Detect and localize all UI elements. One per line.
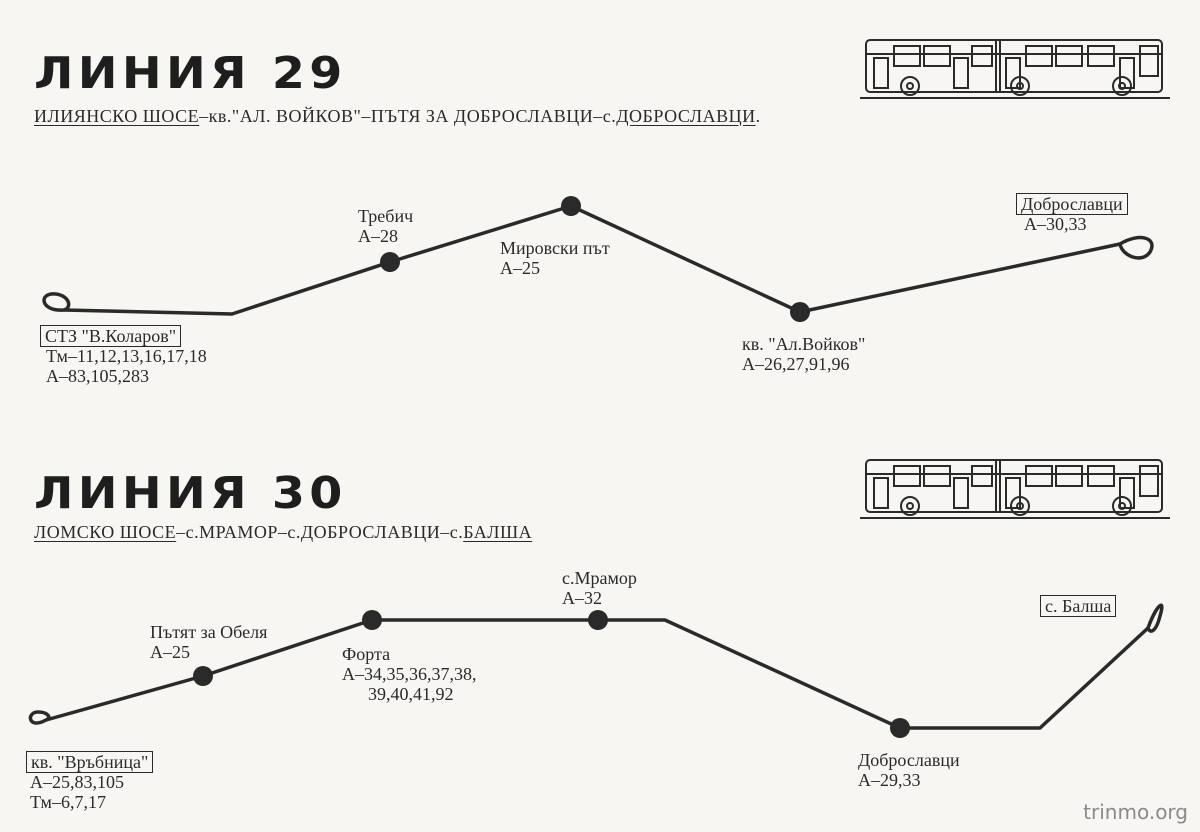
stop-label-dobroslavtsi: Доброславци А–29,33 — [858, 750, 960, 790]
stop-lines: 39,40,41,92 — [368, 684, 454, 704]
stop-marker-mirovski — [561, 196, 581, 216]
stop-label-forta: Форта А–34,35,36,37,38, 39,40,41,92 — [342, 644, 477, 704]
stop-label-end: Доброславци А–30,33 — [1016, 193, 1128, 234]
stop-name: Требич — [358, 206, 414, 226]
route-part: ДОБРОСЛАВЦИ — [616, 106, 756, 126]
terminal-loop — [1146, 603, 1164, 633]
stop-lines: Тм–6,7,17 — [30, 792, 106, 812]
articulated-bus-icon — [860, 39, 1170, 99]
stop-lines: А–25 — [150, 642, 190, 662]
line-29-title: ЛИНИЯ 29 — [34, 48, 347, 99]
route-part: БАЛША — [463, 522, 533, 542]
stop-lines: А–29,33 — [858, 770, 921, 790]
stop-lines: А–26,27,91,96 — [742, 354, 850, 374]
stop-label-obelya: Пътят за Обеля А–25 — [150, 622, 267, 662]
stop-label-mramor: с.Мрамор А–32 — [562, 568, 637, 608]
stop-label-start: СТЗ "В.Коларов" Тм–11,12,13,16,17,18 А–8… — [40, 325, 207, 386]
route-part: с. — [449, 522, 464, 542]
stop-lines: А–34,35,36,37,38, — [342, 664, 477, 684]
stop-label-start: кв. "Връбница" А–25,83,105 Тм–6,7,17 — [26, 751, 154, 812]
route-part: . — [755, 106, 761, 126]
line-30-route-path — [44, 618, 1150, 730]
watermark: trinmo.org — [1083, 800, 1188, 824]
terminal-loop — [42, 292, 71, 312]
stop-marker-mramor — [588, 610, 608, 630]
line-30-title: ЛИНИЯ 30 — [34, 468, 347, 519]
stop-marker-dobroslavtsi — [890, 718, 910, 738]
route-part: ИЛИЯНСКО ШОСЕ — [34, 106, 200, 126]
stop-label-trebich: Требич А–28 — [358, 206, 413, 246]
stop-marker-forta — [362, 610, 382, 630]
stop-name: Пътят за Обеля — [150, 622, 268, 642]
stop-lines: А–30,33 — [1024, 214, 1087, 234]
stop-marker-trebich — [380, 252, 400, 272]
stop-lines: А–28 — [358, 226, 398, 246]
route-part: ЛОМСКО ШОСЕ — [34, 522, 177, 542]
stop-name: Доброславци — [858, 750, 960, 770]
stop-lines: Тм–11,12,13,16,17,18 — [46, 346, 207, 366]
route-part: –с.МРАМОР–с.ДОБРОСЛАВЦИ– — [176, 522, 450, 542]
terminal-loop — [28, 710, 51, 725]
stop-name: Форта — [342, 644, 391, 664]
stop-marker-obelya — [193, 666, 213, 686]
stop-label-mirovski: Мировски път А–25 — [500, 238, 610, 278]
route-part: –кв."АЛ. ВОЙКОВ"– — [199, 106, 371, 126]
stop-lines: А–32 — [562, 588, 602, 608]
stop-label-end: с. Балша — [1040, 595, 1117, 617]
stop-marker-voikov — [790, 302, 810, 322]
stop-lines: А–25 — [500, 258, 540, 278]
terminal-name: СТЗ "В.Коларов" — [40, 325, 182, 347]
stop-name: кв. "Ал.Войков" — [742, 334, 866, 354]
line-30-route: ЛОМСКО ШОСЕ–с.МРАМОР–с.ДОБРОСЛАВЦИ–с.БАЛ… — [34, 522, 532, 543]
articulated-bus-icon — [860, 459, 1170, 519]
stop-lines: А–83,105,283 — [46, 366, 149, 386]
stop-lines: А–25,83,105 — [30, 772, 124, 792]
terminal-name: Доброславци — [1016, 193, 1128, 215]
line-29-route-path — [62, 204, 1122, 316]
route-part: с. — [602, 106, 617, 126]
terminal-loop — [1118, 235, 1154, 260]
terminal-name: кв. "Връбница" — [26, 751, 154, 773]
terminal-name: с. Балша — [1040, 595, 1117, 617]
route-part: ПЪТЯ ЗА ДОБРОСЛАВЦИ– — [370, 106, 603, 126]
stop-label-voikov: кв. "Ал.Войков" А–26,27,91,96 — [742, 334, 865, 374]
stop-name: Мировски път — [500, 238, 610, 258]
line-29-route: ИЛИЯНСКО ШОСЕ–кв."АЛ. ВОЙКОВ"–ПЪТЯ ЗА ДО… — [34, 106, 761, 127]
stop-name: с.Мрамор — [562, 568, 637, 588]
